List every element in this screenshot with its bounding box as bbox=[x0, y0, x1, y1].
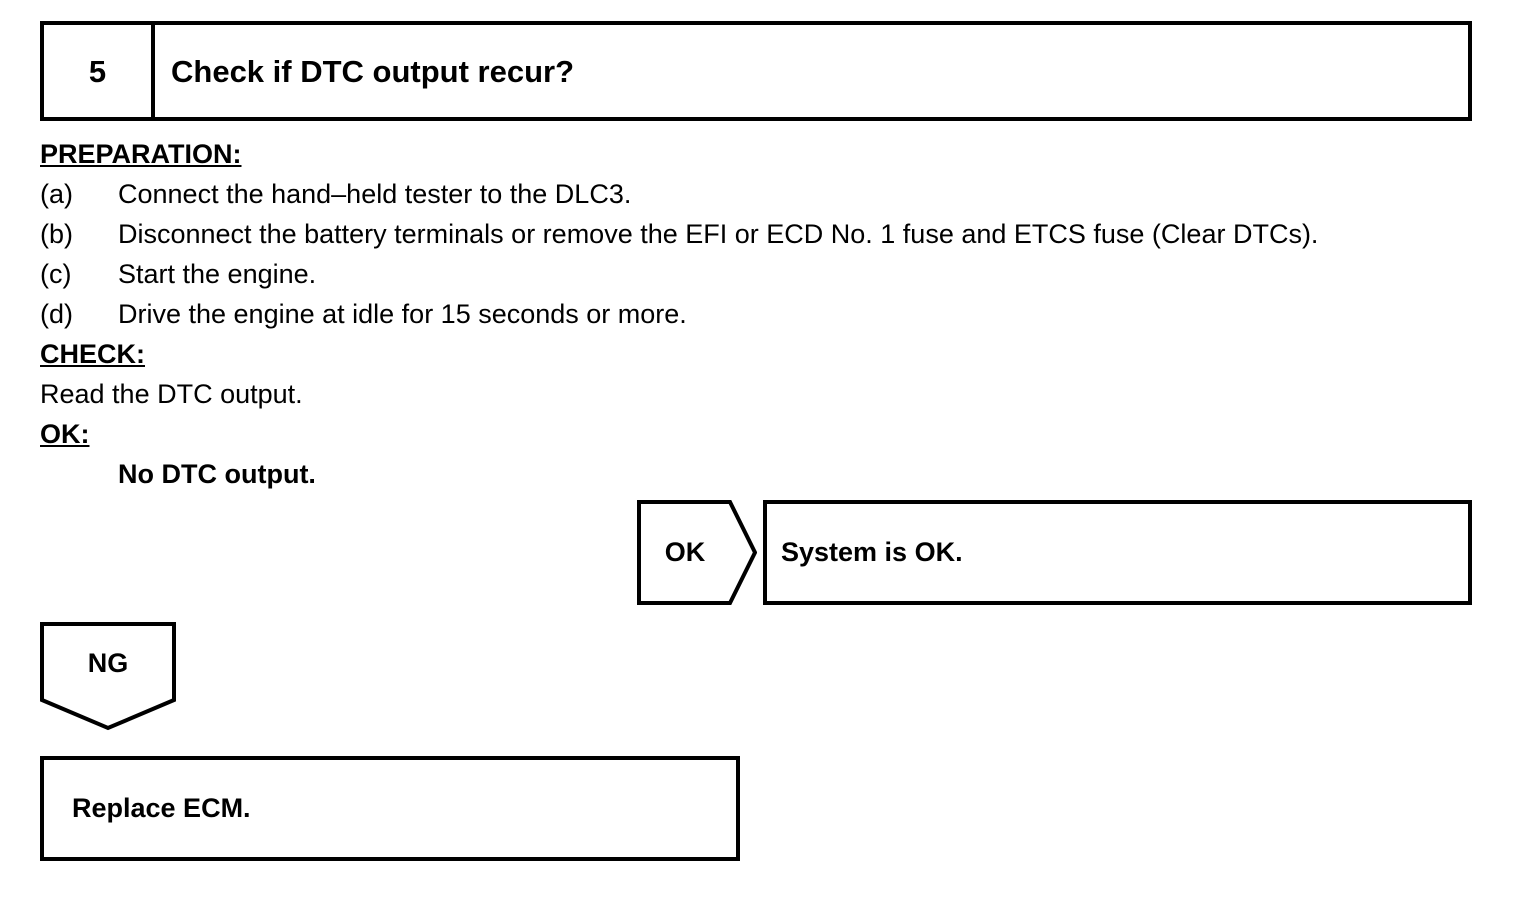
ng-pennant-label: NG bbox=[87, 647, 129, 678]
step-marker: (c) bbox=[40, 259, 72, 289]
ok-pennant-label: OK bbox=[664, 537, 706, 567]
step-number: 5 bbox=[88, 53, 107, 89]
step-header-box: 5 Check if DTC output recur? bbox=[40, 21, 1472, 121]
ok-result-text: System is OK. bbox=[781, 537, 963, 567]
step-number-cell: 5 bbox=[44, 25, 155, 117]
preparation-step-b: (b) Disconnect the battery terminals or … bbox=[40, 214, 1490, 254]
ok-pennant-shape bbox=[637, 500, 757, 605]
ng-branch-pennant: NG bbox=[40, 622, 176, 732]
ok-result-box: System is OK. bbox=[763, 500, 1472, 605]
check-label: CHECK: bbox=[40, 339, 145, 369]
ok-label: OK: bbox=[40, 419, 90, 449]
preparation-label: PREPARATION: bbox=[40, 139, 242, 169]
ng-result-box: Replace ECM. bbox=[40, 756, 740, 861]
ng-pennant-shape bbox=[40, 622, 176, 731]
step-text: Start the engine. bbox=[118, 259, 317, 289]
ok-criteria-text: No DTC output. bbox=[118, 459, 316, 489]
preparation-step-d: (d) Drive the engine at idle for 15 seco… bbox=[40, 294, 1490, 334]
step-marker: (b) bbox=[40, 219, 73, 249]
step-text: Connect the hand–held tester to the DLC3… bbox=[118, 179, 632, 209]
step-marker: (a) bbox=[40, 179, 73, 209]
preparation-step-c: (c) Start the engine. bbox=[40, 254, 1490, 294]
step-title: Check if DTC output recur? bbox=[171, 53, 575, 89]
ng-result-text: Replace ECM. bbox=[72, 793, 251, 823]
instruction-text-block: PREPARATION: (a) Connect the hand–held t… bbox=[40, 134, 1490, 494]
check-text: Read the DTC output. bbox=[40, 379, 303, 409]
ok-branch-pennant: OK bbox=[637, 500, 757, 605]
step-text: Drive the engine at idle for 15 seconds … bbox=[118, 299, 687, 329]
step-title-cell: Check if DTC output recur? bbox=[155, 25, 1468, 117]
preparation-step-a: (a) Connect the hand–held tester to the … bbox=[40, 174, 1490, 214]
step-marker: (d) bbox=[40, 299, 73, 329]
step-text: Disconnect the battery terminals or remo… bbox=[118, 219, 1319, 249]
